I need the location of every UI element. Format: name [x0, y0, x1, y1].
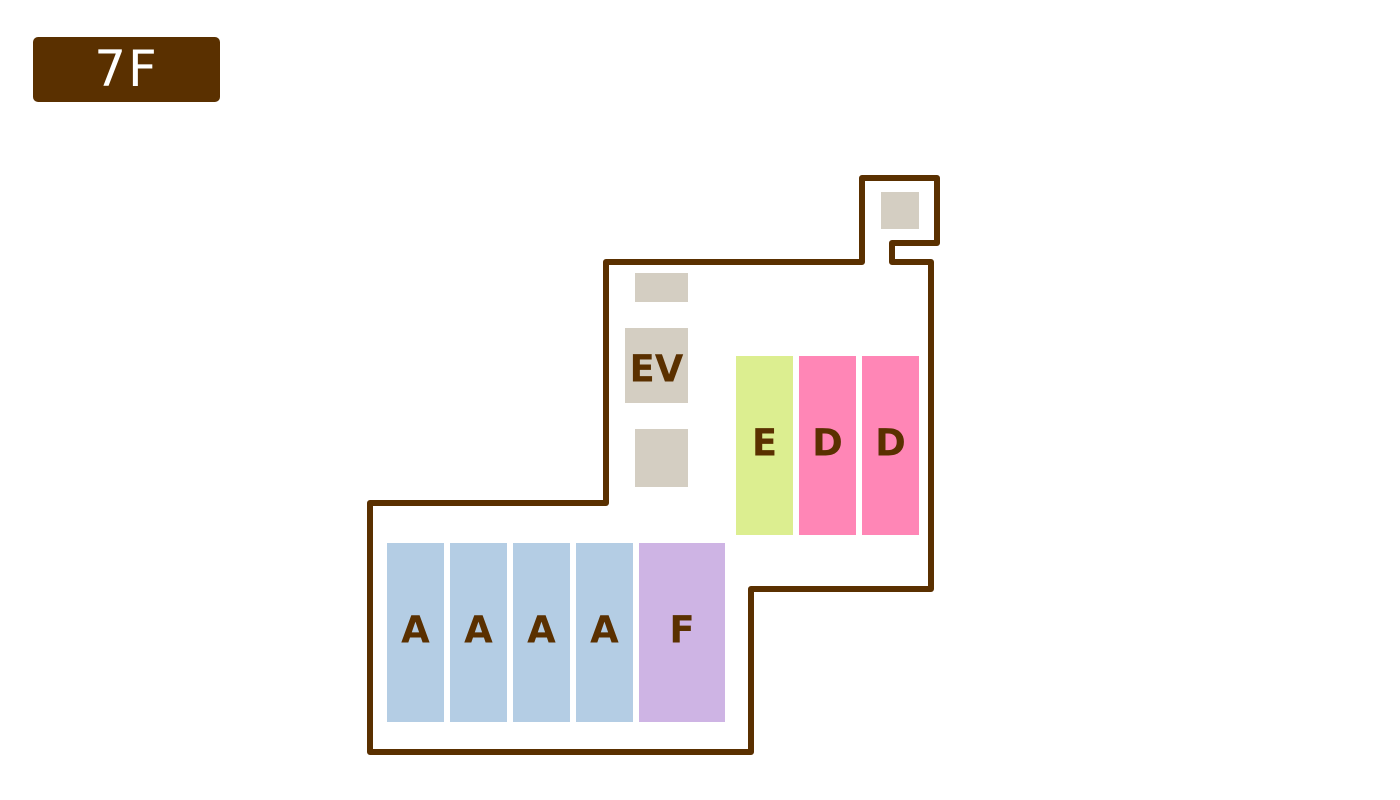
shop-a-1-block — [387, 543, 444, 722]
shop-e-block — [736, 356, 793, 535]
utility-block-top-right — [881, 192, 919, 229]
shop-d-2[interactable]: D — [862, 356, 919, 535]
shop-d-1[interactable]: D — [799, 356, 856, 535]
floor-label: 7F — [33, 37, 220, 102]
shop-a-4-label: A — [590, 609, 619, 652]
elevator-block — [625, 328, 688, 403]
utility-block-middle — [635, 429, 688, 487]
shop-a-1-label: A — [401, 609, 430, 652]
shop-d-1-label: D — [812, 422, 843, 465]
shop-f-label: F — [669, 609, 694, 652]
shop-a-3-block — [513, 543, 570, 722]
shop-a-1[interactable]: A — [387, 543, 444, 722]
shop-a-3-label: A — [527, 609, 556, 652]
shop-a-4-block — [576, 543, 633, 722]
shop-f-block — [639, 543, 725, 722]
utility-block-top — [635, 273, 688, 302]
shop-e-label: E — [752, 422, 777, 465]
shop-a-2-block — [450, 543, 507, 722]
shop-a-4[interactable]: A — [576, 543, 633, 722]
shop-a-2[interactable]: A — [450, 543, 507, 722]
shop-f[interactable]: F — [639, 543, 725, 722]
shop-e[interactable]: E — [736, 356, 793, 535]
elevator-label: EV — [630, 348, 684, 391]
shop-a-2-label: A — [464, 609, 493, 652]
shop-d-1-block — [799, 356, 856, 535]
shop-d-2-label: D — [875, 422, 906, 465]
shop-a-3[interactable]: A — [513, 543, 570, 722]
elevator[interactable]: EV — [625, 328, 688, 403]
shop-d-2-block — [862, 356, 919, 535]
